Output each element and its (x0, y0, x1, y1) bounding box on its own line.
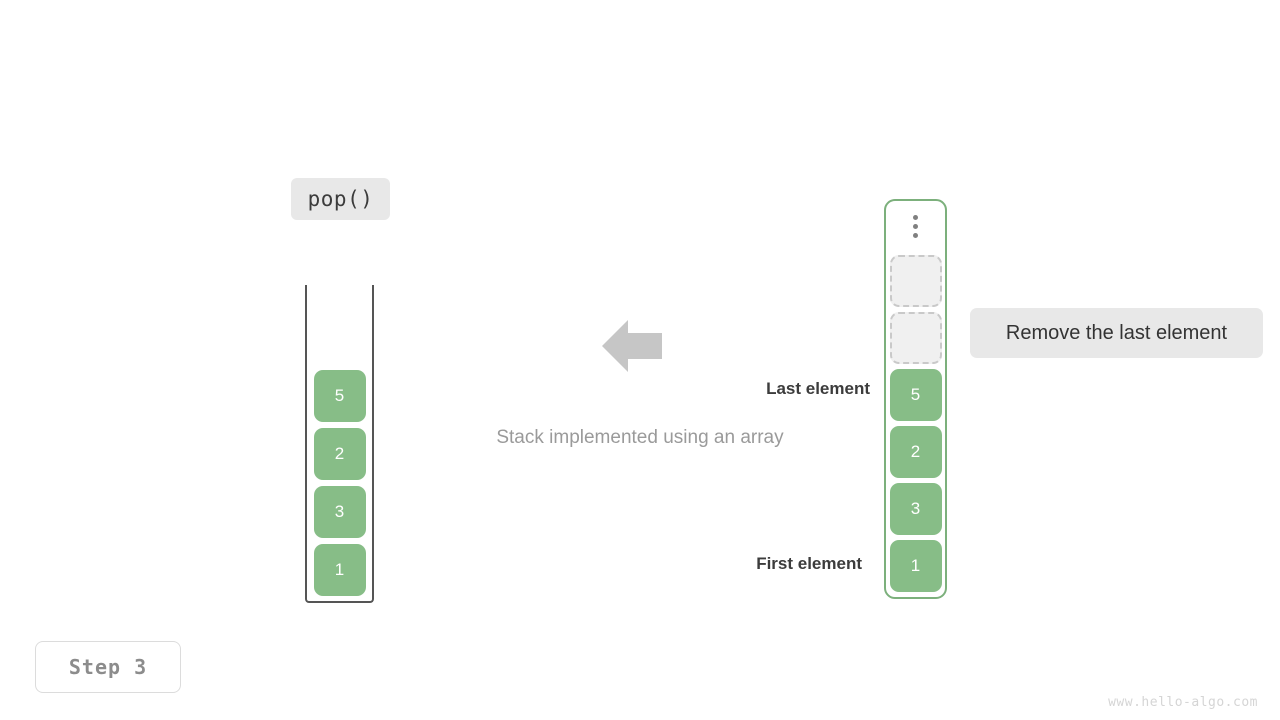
tooltip-remove-last-element: Remove the last element (970, 308, 1263, 358)
stack-cell: 2 (313, 428, 366, 480)
operation-label: pop() (291, 178, 390, 220)
diagram-caption: Stack implemented using an array (496, 427, 784, 448)
stack-cell: 5 (313, 370, 366, 422)
stack-cell: 3 (313, 486, 366, 538)
array-empty-slot (889, 255, 942, 307)
first-element-label: First element (756, 554, 862, 573)
array-cell: 2 (889, 426, 942, 478)
array-empty-slot (889, 312, 942, 364)
stack-container: 5 2 3 1 (305, 285, 374, 603)
stack-item-list: 5 2 3 1 (305, 370, 374, 596)
array-cell: 3 (889, 483, 942, 535)
array-cell: 5 (889, 369, 942, 421)
stack-cell: 1 (313, 544, 366, 596)
array-container: 5 2 3 1 (884, 199, 947, 599)
array-cell: 1 (889, 540, 942, 592)
vertical-ellipsis-icon (886, 209, 945, 243)
stack-vessel-outline (305, 285, 374, 603)
watermark: www.hello-algo.com (1108, 695, 1258, 710)
arrow-left-icon (602, 320, 662, 372)
array-item-list: 5 2 3 1 (886, 255, 945, 592)
step-badge: Step 3 (35, 641, 181, 693)
last-element-label: Last element (766, 379, 870, 398)
